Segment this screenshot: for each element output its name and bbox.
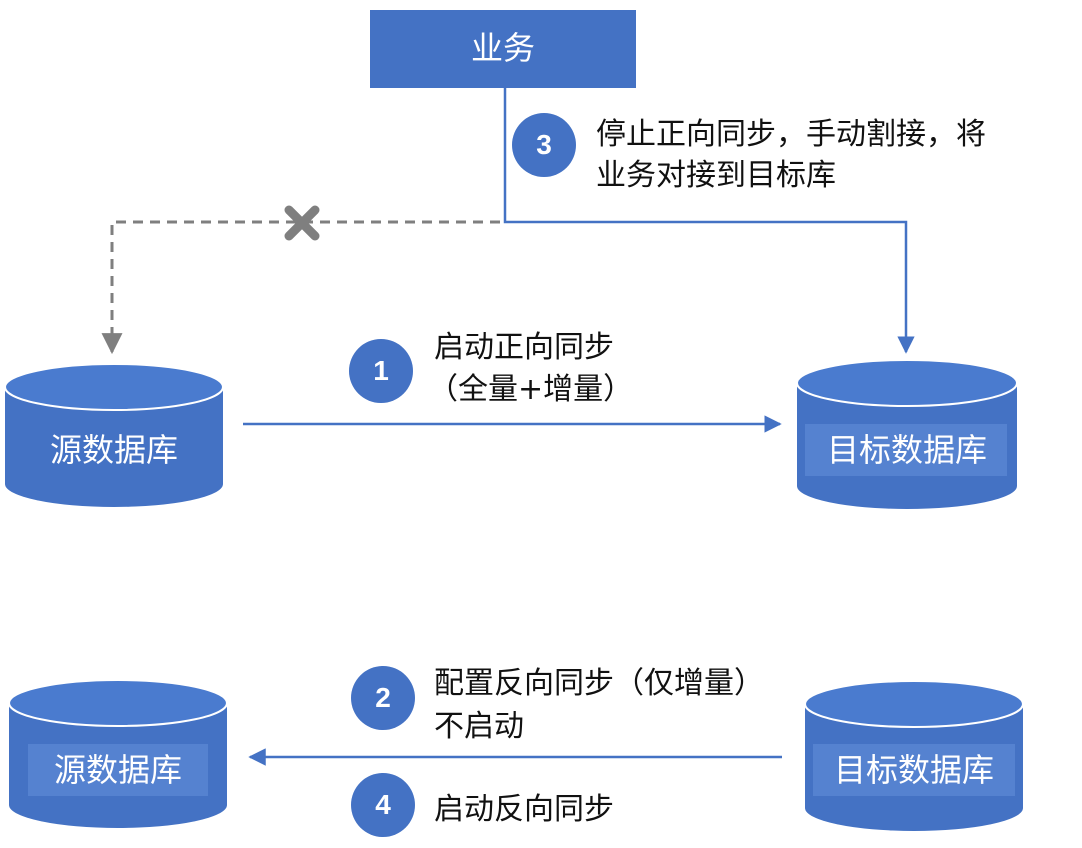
- step-4-badge: 4: [351, 773, 415, 837]
- step-2-badge: 2: [351, 666, 415, 730]
- step-3-text-line-1: 停止正向同步，手动割接，将: [596, 117, 986, 152]
- bottom-target-db-label: 目标数据库: [833, 751, 994, 789]
- step-1-text-line-1: 启动正向同步: [434, 330, 614, 365]
- step-1-badge: 1: [349, 339, 413, 403]
- top-target-db-cylinder: [796, 359, 1018, 509]
- bottom-source-db-cylinder: [8, 679, 228, 828]
- top-source-db-label: 源数据库: [49, 431, 178, 469]
- bottom-source-db-label: 源数据库: [53, 751, 182, 789]
- x-mark-icon: [284, 205, 320, 241]
- step-3-text-line-2: 业务对接到目标库: [596, 158, 836, 193]
- top-target-db-label: 目标数据库: [826, 431, 987, 469]
- business-label: 业务: [470, 29, 535, 67]
- bottom-target-db-cylinder: [804, 680, 1024, 831]
- step-4-text: 启动反向同步: [434, 792, 614, 827]
- step-3-badge: 3: [512, 113, 576, 177]
- top-source-db-cylinder: [4, 363, 224, 507]
- business-to-target-connector: [503, 88, 915, 354]
- step-1-text-line-2: （全量+增量）: [428, 372, 634, 407]
- business-box: [370, 10, 636, 88]
- step-2-text-line-2: 不启动: [434, 709, 524, 744]
- step-2-text-line-1: 配置反向同步（仅增量）: [434, 666, 764, 701]
